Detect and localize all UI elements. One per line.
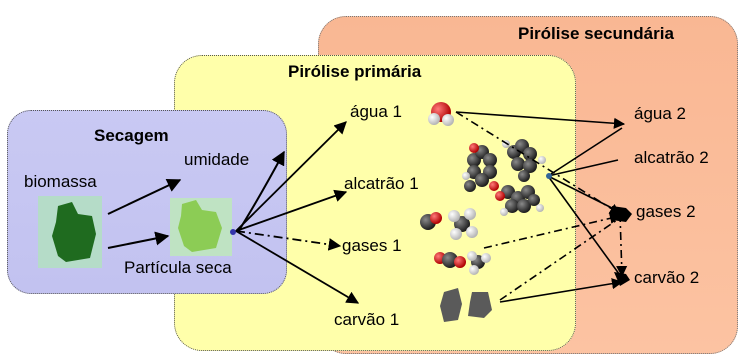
arrow-tar-carvao2 [547, 175, 623, 279]
primary-arrows [235, 121, 360, 304]
arrow-to-gases1 [235, 230, 342, 251]
arrow-carvao1-gases2 [499, 217, 621, 301]
label-agua-1: água 1 [350, 102, 402, 121]
arrow-gases1-gases2 [483, 212, 622, 249]
char-icon [440, 288, 492, 322]
biomass-particle-icon [38, 196, 102, 268]
arrow-to-carvao1 [235, 230, 360, 304]
arrow-tar-alcatrao2 [547, 159, 619, 177]
arrow-agua1-gases2 [455, 111, 621, 215]
arrow-tar-gases2 [547, 175, 621, 213]
dry-particle-icon [170, 198, 236, 256]
label-biomassa: biomassa [24, 172, 97, 191]
gas-molecules-icon [420, 208, 491, 275]
arrow-to-agua1 [235, 121, 347, 232]
primary-pyrolysis-title: Pirólise primária [288, 62, 422, 81]
arrow-carvao1-carvao2 [499, 278, 624, 303]
tar-node-dot [546, 173, 552, 179]
arrow-biomass-umidade [107, 179, 182, 215]
drying-title: Secagem [94, 126, 169, 145]
arrow-tar-agua2 [547, 127, 623, 177]
arrow-to-alcatrao1 [235, 189, 348, 232]
label-gases-2: gases 2 [636, 202, 696, 221]
tar-molecule-icon [462, 139, 546, 216]
arrow-gases2-carvao2 [616, 213, 628, 278]
label-umidade: umidade [184, 150, 250, 169]
carvao2-node-icon [614, 272, 630, 286]
label-agua-2: água 2 [634, 104, 686, 123]
secondary-arrows [455, 111, 628, 303]
label-gases-1: gases 1 [342, 236, 402, 255]
gases2-node-icon [612, 206, 632, 222]
label-alcatrao-1: alcatrão 1 [344, 174, 419, 193]
arrow-biomass-particula [107, 231, 170, 249]
label-alcatrao-2: alcatrão 2 [634, 148, 709, 167]
label-particula-seca: Partícula seca [124, 258, 232, 277]
secondary-pyrolysis-title: Pirólise secundária [518, 24, 674, 43]
label-carvao-1: carvão 1 [334, 310, 400, 329]
arrow-agua1-agua2 [455, 111, 626, 129]
water-molecule-icon [428, 102, 454, 126]
label-carvao-2: carvão 2 [634, 268, 700, 287]
